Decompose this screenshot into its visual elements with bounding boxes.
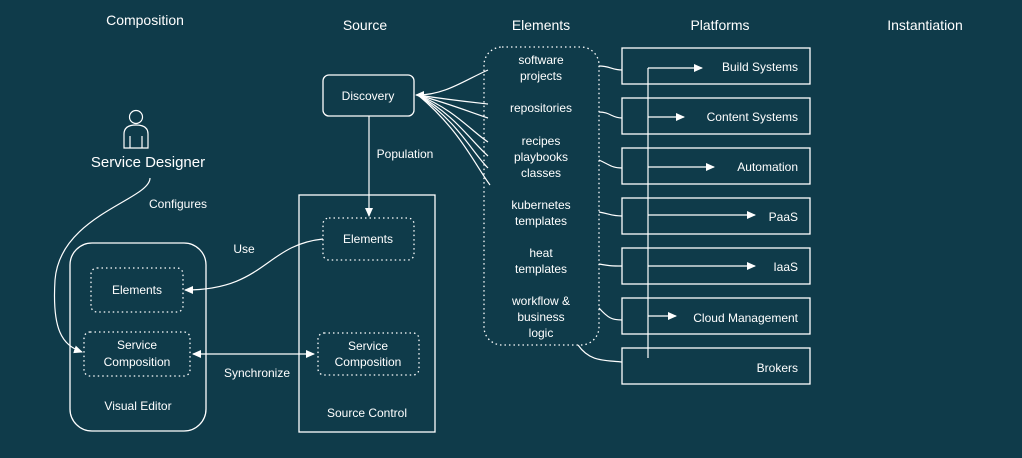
brokers-branch-arrows <box>647 64 756 358</box>
platform-build-systems-box <box>621 47 811 85</box>
editor-service-composition-line2: Composition <box>104 355 171 369</box>
platform-cloud-management-label: Cloud Management <box>693 311 798 325</box>
source-service-composition-line2: Composition <box>335 355 402 369</box>
editor-elements-label: Elements <box>112 283 162 297</box>
element-workflow-line3: logic <box>529 326 554 340</box>
platform-brokers-label: Brokers <box>757 361 798 375</box>
platform-content-systems-label: Content Systems <box>707 110 798 124</box>
platform-iaas-box <box>621 247 811 285</box>
element-recipes-line3: classes <box>521 166 561 180</box>
element-kubernetes-line1: kubernetes <box>511 198 570 212</box>
element-workflow-line2: business <box>517 310 564 324</box>
configures-arrow <box>53 177 151 354</box>
person-icon <box>123 109 149 149</box>
platform-automation-box <box>621 147 811 185</box>
header-source: Source <box>343 17 388 33</box>
source-service-composition-line1: Service <box>348 339 388 353</box>
element-recipes-line1: recipes <box>522 134 561 148</box>
source-elements-label: Elements <box>343 232 393 246</box>
header-elements: Elements <box>512 17 570 33</box>
element-heat-line1: heat <box>529 246 553 260</box>
visual-editor-title: Visual Editor <box>104 399 171 413</box>
header-platforms: Platforms <box>690 17 749 33</box>
source-service-composition-box <box>317 332 420 376</box>
element-software-line1: software <box>518 53 564 67</box>
population-label: Population <box>377 147 434 161</box>
use-label: Use <box>233 242 255 256</box>
use-arrow <box>184 238 324 294</box>
element-software-line2: projects <box>520 69 562 83</box>
platform-build-systems-label: Build Systems <box>722 60 798 74</box>
element-kubernetes-line2: templates <box>515 214 567 228</box>
configures-label: Configures <box>149 197 207 211</box>
source-control-box <box>298 194 436 433</box>
platform-automation-label: Automation <box>737 160 798 174</box>
platform-paas-label: PaaS <box>769 210 798 224</box>
discovery-fan-lines <box>415 69 491 186</box>
editor-service-composition-line1: Service <box>117 338 157 352</box>
element-recipes-line2: playbooks <box>514 150 568 164</box>
element-heat-line2: templates <box>515 262 567 276</box>
platform-brokers-box <box>621 347 811 385</box>
elements-platform-connectors <box>577 65 623 363</box>
service-designer-label: Service Designer <box>91 154 205 171</box>
source-control-title: Source Control <box>327 406 407 420</box>
platform-cloud-management-box <box>621 297 811 335</box>
platform-paas-box <box>621 197 811 235</box>
platform-iaas-label: IaaS <box>773 260 798 274</box>
header-composition: Composition <box>106 12 184 28</box>
element-workflow-line1: workflow & <box>511 294 570 308</box>
platform-content-systems-box <box>621 97 811 135</box>
header-instantiation: Instantiation <box>887 17 963 33</box>
visual-editor-box <box>69 242 207 432</box>
elements-container <box>483 46 600 346</box>
synchronize-label: Synchronize <box>224 366 290 380</box>
element-repositories: repositories <box>510 101 572 115</box>
discovery-label: Discovery <box>342 89 395 103</box>
